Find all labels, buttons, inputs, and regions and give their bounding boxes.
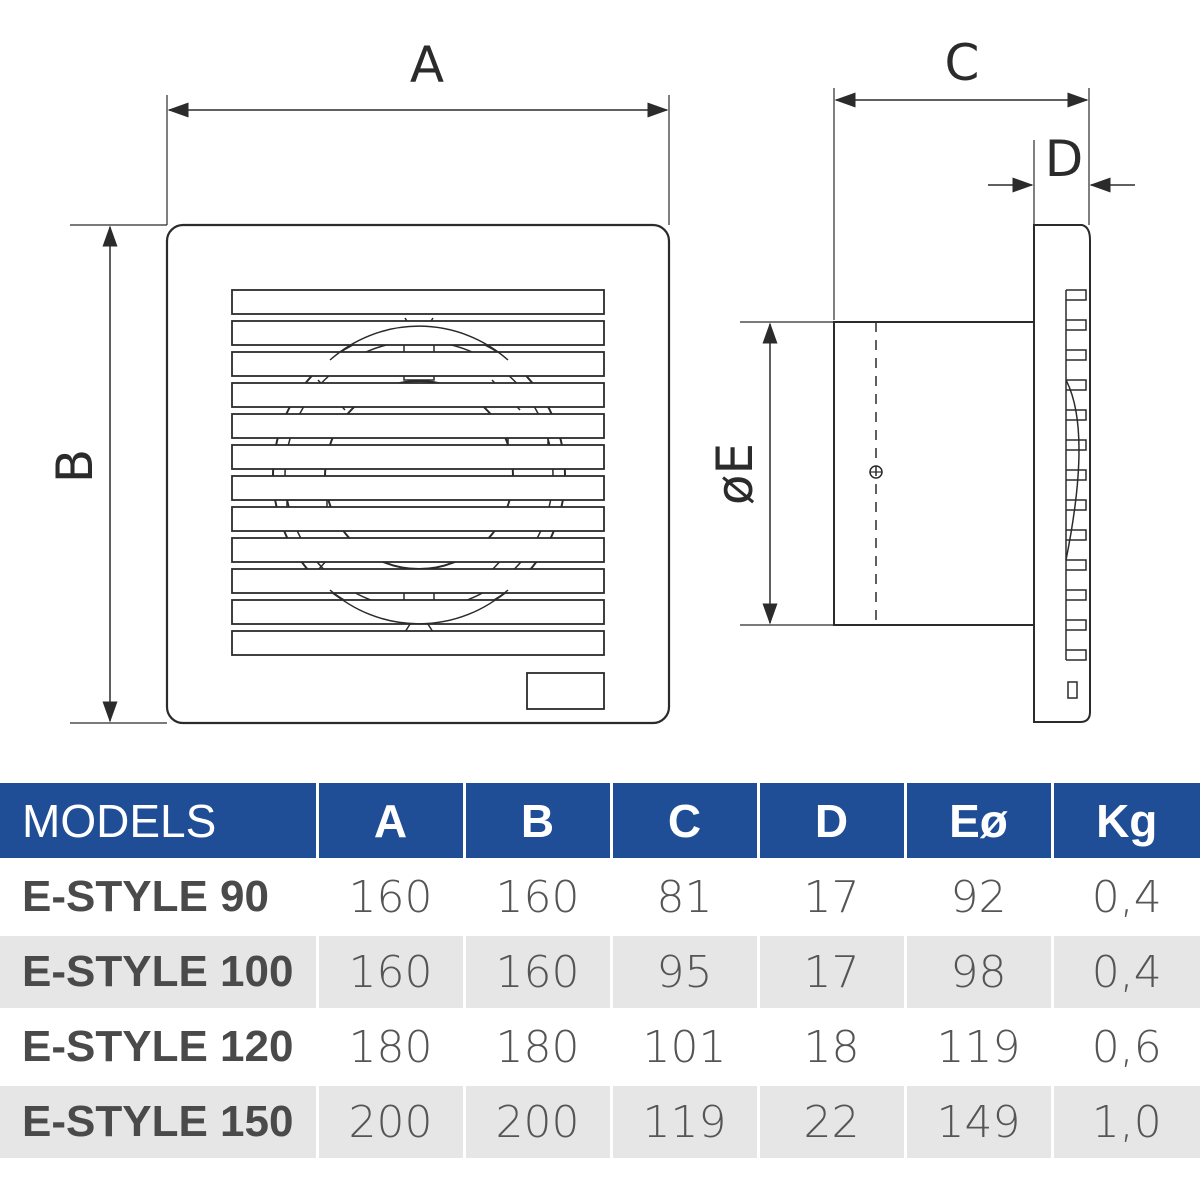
header-c: C bbox=[609, 783, 758, 860]
cell-b: 160 bbox=[462, 858, 611, 935]
table-header-row: MODELS A B C D Eø Kg bbox=[0, 783, 1200, 860]
table-row: E-STYLE 150 200 200 119 22 149 1,0 bbox=[0, 1083, 1200, 1158]
side-view bbox=[740, 88, 1135, 723]
cell-kg: 0,6 bbox=[1050, 1008, 1200, 1085]
cell-a: 160 bbox=[315, 858, 464, 935]
header-e: Eø bbox=[903, 783, 1052, 860]
cell-d: 18 bbox=[756, 1008, 905, 1085]
fan-technical-drawing: A B C D øE bbox=[46, 34, 1135, 725]
cell-a: 180 bbox=[315, 1008, 464, 1085]
specifications-table: MODELS A B C D Eø Kg E-STYLE 90 160 160 … bbox=[0, 783, 1200, 1158]
header-models: MODELS bbox=[0, 783, 317, 860]
cell-c: 81 bbox=[609, 858, 758, 935]
cell-c: 101 bbox=[609, 1008, 758, 1085]
switch-window bbox=[526, 672, 605, 710]
table-row: E-STYLE 120 180 180 101 18 119 0,6 bbox=[0, 1008, 1200, 1085]
label-d: D bbox=[1045, 130, 1084, 188]
cell-e: 92 bbox=[903, 858, 1052, 935]
header-b: B bbox=[462, 783, 611, 860]
front-plate-profile bbox=[1033, 224, 1091, 723]
cell-model: E-STYLE 150 bbox=[0, 1083, 317, 1158]
header-a: A bbox=[315, 783, 464, 860]
table-row: E-STYLE 90 160 160 81 17 92 0,4 bbox=[0, 858, 1200, 935]
front-view bbox=[70, 95, 671, 725]
label-b: B bbox=[46, 449, 104, 483]
cell-d: 17 bbox=[756, 858, 905, 935]
cell-a: 160 bbox=[315, 933, 464, 1010]
cell-kg: 0,4 bbox=[1050, 858, 1200, 935]
cell-model: E-STYLE 120 bbox=[0, 1008, 317, 1085]
cell-b: 180 bbox=[462, 1008, 611, 1085]
cell-b: 160 bbox=[462, 933, 611, 1010]
label-c: C bbox=[945, 34, 980, 92]
duct-spigot bbox=[833, 321, 1035, 626]
cell-e: 149 bbox=[903, 1083, 1052, 1158]
front-frame bbox=[165, 223, 671, 725]
header-kg: Kg bbox=[1050, 783, 1200, 860]
label-a: A bbox=[410, 36, 444, 94]
cell-e: 98 bbox=[903, 933, 1052, 1010]
cell-kg: 1,0 bbox=[1050, 1083, 1200, 1158]
cell-kg: 0,4 bbox=[1050, 933, 1200, 1010]
cell-b: 200 bbox=[462, 1083, 611, 1158]
louvres bbox=[231, 289, 605, 656]
cell-model: E-STYLE 100 bbox=[0, 933, 317, 1010]
cell-d: 17 bbox=[756, 933, 905, 1010]
label-e: øE bbox=[706, 443, 764, 505]
header-d: D bbox=[756, 783, 905, 860]
cell-d: 22 bbox=[756, 1083, 905, 1158]
cell-model: E-STYLE 90 bbox=[0, 858, 317, 935]
cell-c: 119 bbox=[609, 1083, 758, 1158]
cell-c: 95 bbox=[609, 933, 758, 1010]
cell-e: 119 bbox=[903, 1008, 1052, 1085]
table-row: E-STYLE 100 160 160 95 17 98 0,4 bbox=[0, 933, 1200, 1010]
cell-a: 200 bbox=[315, 1083, 464, 1158]
